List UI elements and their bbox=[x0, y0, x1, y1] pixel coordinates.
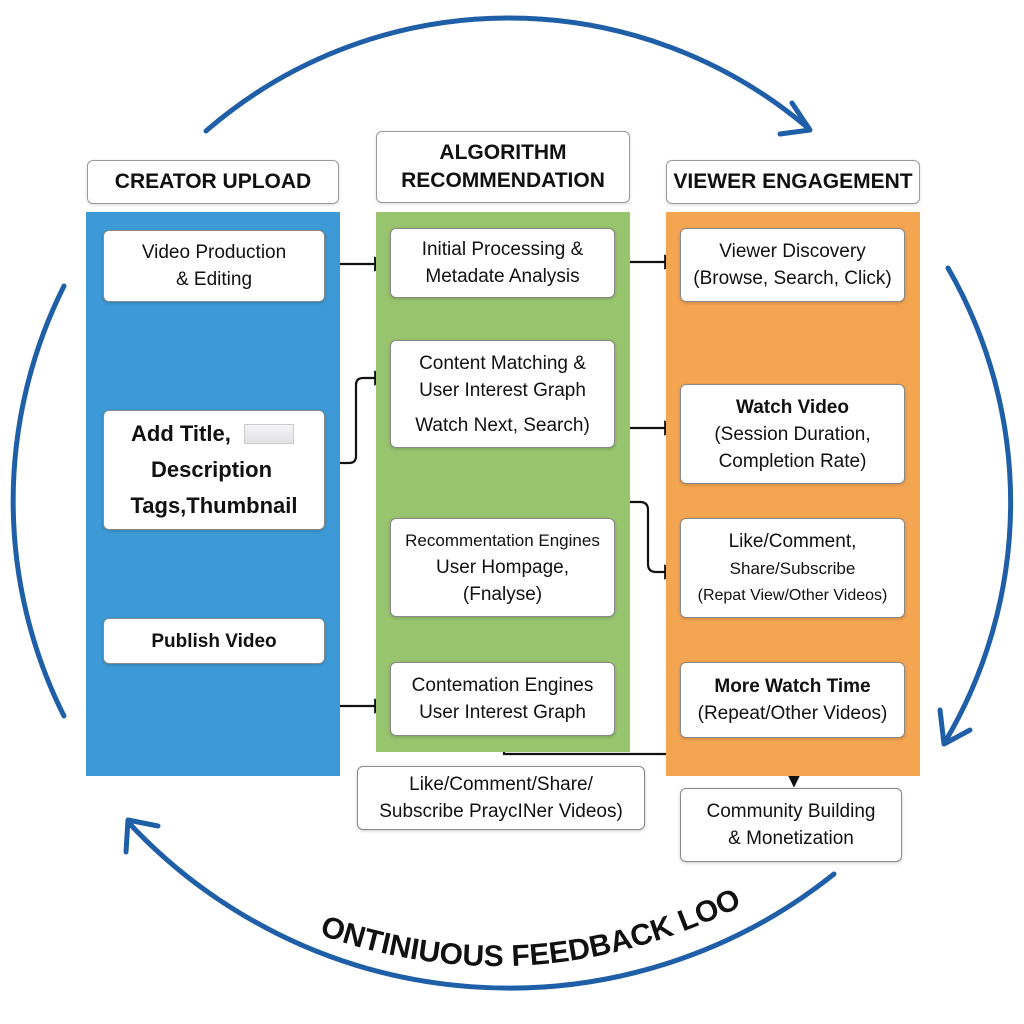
box-contemation-engines: Contemation Engines User Interest Graph bbox=[390, 662, 615, 736]
loop-arrowhead-bottom-icon bbox=[123, 817, 161, 855]
box-line: (Repeat/Other Videos) bbox=[697, 703, 888, 724]
box-recommentation-engines: Recommentation Engines User Hompage, (Fn… bbox=[390, 518, 615, 617]
box-line: Community Building bbox=[706, 801, 876, 822]
box-line: Video Production bbox=[141, 242, 287, 263]
box-line: (Browse, Search, Click) bbox=[693, 268, 892, 289]
box-add-title: Add Title, Description Tags,Thumbnail bbox=[103, 410, 325, 530]
box-line: More Watch Time bbox=[714, 676, 871, 697]
loop-arrowhead-top-icon bbox=[777, 100, 813, 137]
box-line: (Repat View/Other Videos) bbox=[697, 586, 888, 604]
box-line: Share/Subscribe bbox=[729, 558, 856, 578]
header-algorithm-recommendation: ALGORITHM RECOMMENDATION bbox=[376, 131, 630, 203]
title-input-thumbnail bbox=[244, 424, 294, 444]
box-watch-video: Watch Video (Session Duration, Completio… bbox=[680, 384, 905, 484]
arrow-title-to-matching bbox=[325, 370, 390, 465]
box-line: Metadate Analysis bbox=[425, 266, 580, 287]
header-viewer-engagement: VIEWER ENGAGEMENT bbox=[666, 160, 920, 204]
box-line: & Editing bbox=[175, 269, 253, 290]
loop-arc-right bbox=[942, 265, 1014, 745]
box-line: Watch Next, Search) bbox=[415, 414, 590, 436]
loop-arc-bottom bbox=[125, 819, 837, 991]
box-line: & Monetization bbox=[728, 828, 854, 849]
box-line: Recommentation Engines bbox=[405, 531, 600, 550]
box-line: Like/Comment, bbox=[728, 530, 857, 552]
box-line: Description bbox=[151, 457, 273, 482]
box-line: Publish Video bbox=[151, 630, 277, 652]
box-line: (Fnalyse) bbox=[462, 584, 543, 605]
box-content-matching: Content Matching & User Interest Graph W… bbox=[390, 340, 615, 448]
box-more-watch-time: More Watch Time (Repeat/Other Videos) bbox=[680, 662, 905, 738]
box-line: User Interest Graph bbox=[419, 702, 586, 723]
box-video-production: Video Production & Editing bbox=[103, 230, 325, 302]
box-like-comment: Like/Comment, Share/Subscribe (Repat Vie… bbox=[680, 518, 905, 618]
box-line: Completion Rate) bbox=[718, 450, 867, 472]
box-line: Contemation Engines bbox=[411, 675, 594, 696]
box-line: (Session Duration, bbox=[714, 423, 871, 445]
box-community-building: Community Building & Monetization bbox=[680, 788, 902, 862]
box-like-share-subscribe: Like/Comment/Share/ Subscribe PraycINer … bbox=[357, 766, 645, 830]
loop-arc-top bbox=[203, 15, 811, 134]
box-line: Initial Processing & bbox=[421, 239, 584, 260]
box-line: Content Matching & bbox=[419, 352, 586, 374]
box-line: Like/Comment/Share/ bbox=[409, 774, 593, 795]
loop-arc-left bbox=[10, 283, 67, 719]
box-line: User Hompage, bbox=[435, 557, 570, 578]
box-publish-video: Publish Video bbox=[103, 618, 325, 664]
header-creator-upload: CREATOR UPLOAD bbox=[87, 160, 339, 204]
box-initial-processing: Initial Processing & Metadate Analysis bbox=[390, 228, 615, 298]
box-viewer-discovery: Viewer Discovery (Browse, Search, Click) bbox=[680, 228, 905, 302]
box-line: Add Title, bbox=[131, 421, 231, 446]
box-line: Tags,Thumbnail bbox=[130, 493, 298, 518]
box-line: Subscribe PraycINer Videos) bbox=[379, 801, 623, 822]
loop-arrowhead-right-icon bbox=[937, 707, 973, 747]
box-line: User Interest Graph bbox=[419, 379, 586, 401]
arrow-branch-to-like bbox=[504, 500, 680, 580]
box-line: Viewer Discovery bbox=[719, 241, 866, 262]
box-line: Watch Video bbox=[736, 396, 849, 418]
